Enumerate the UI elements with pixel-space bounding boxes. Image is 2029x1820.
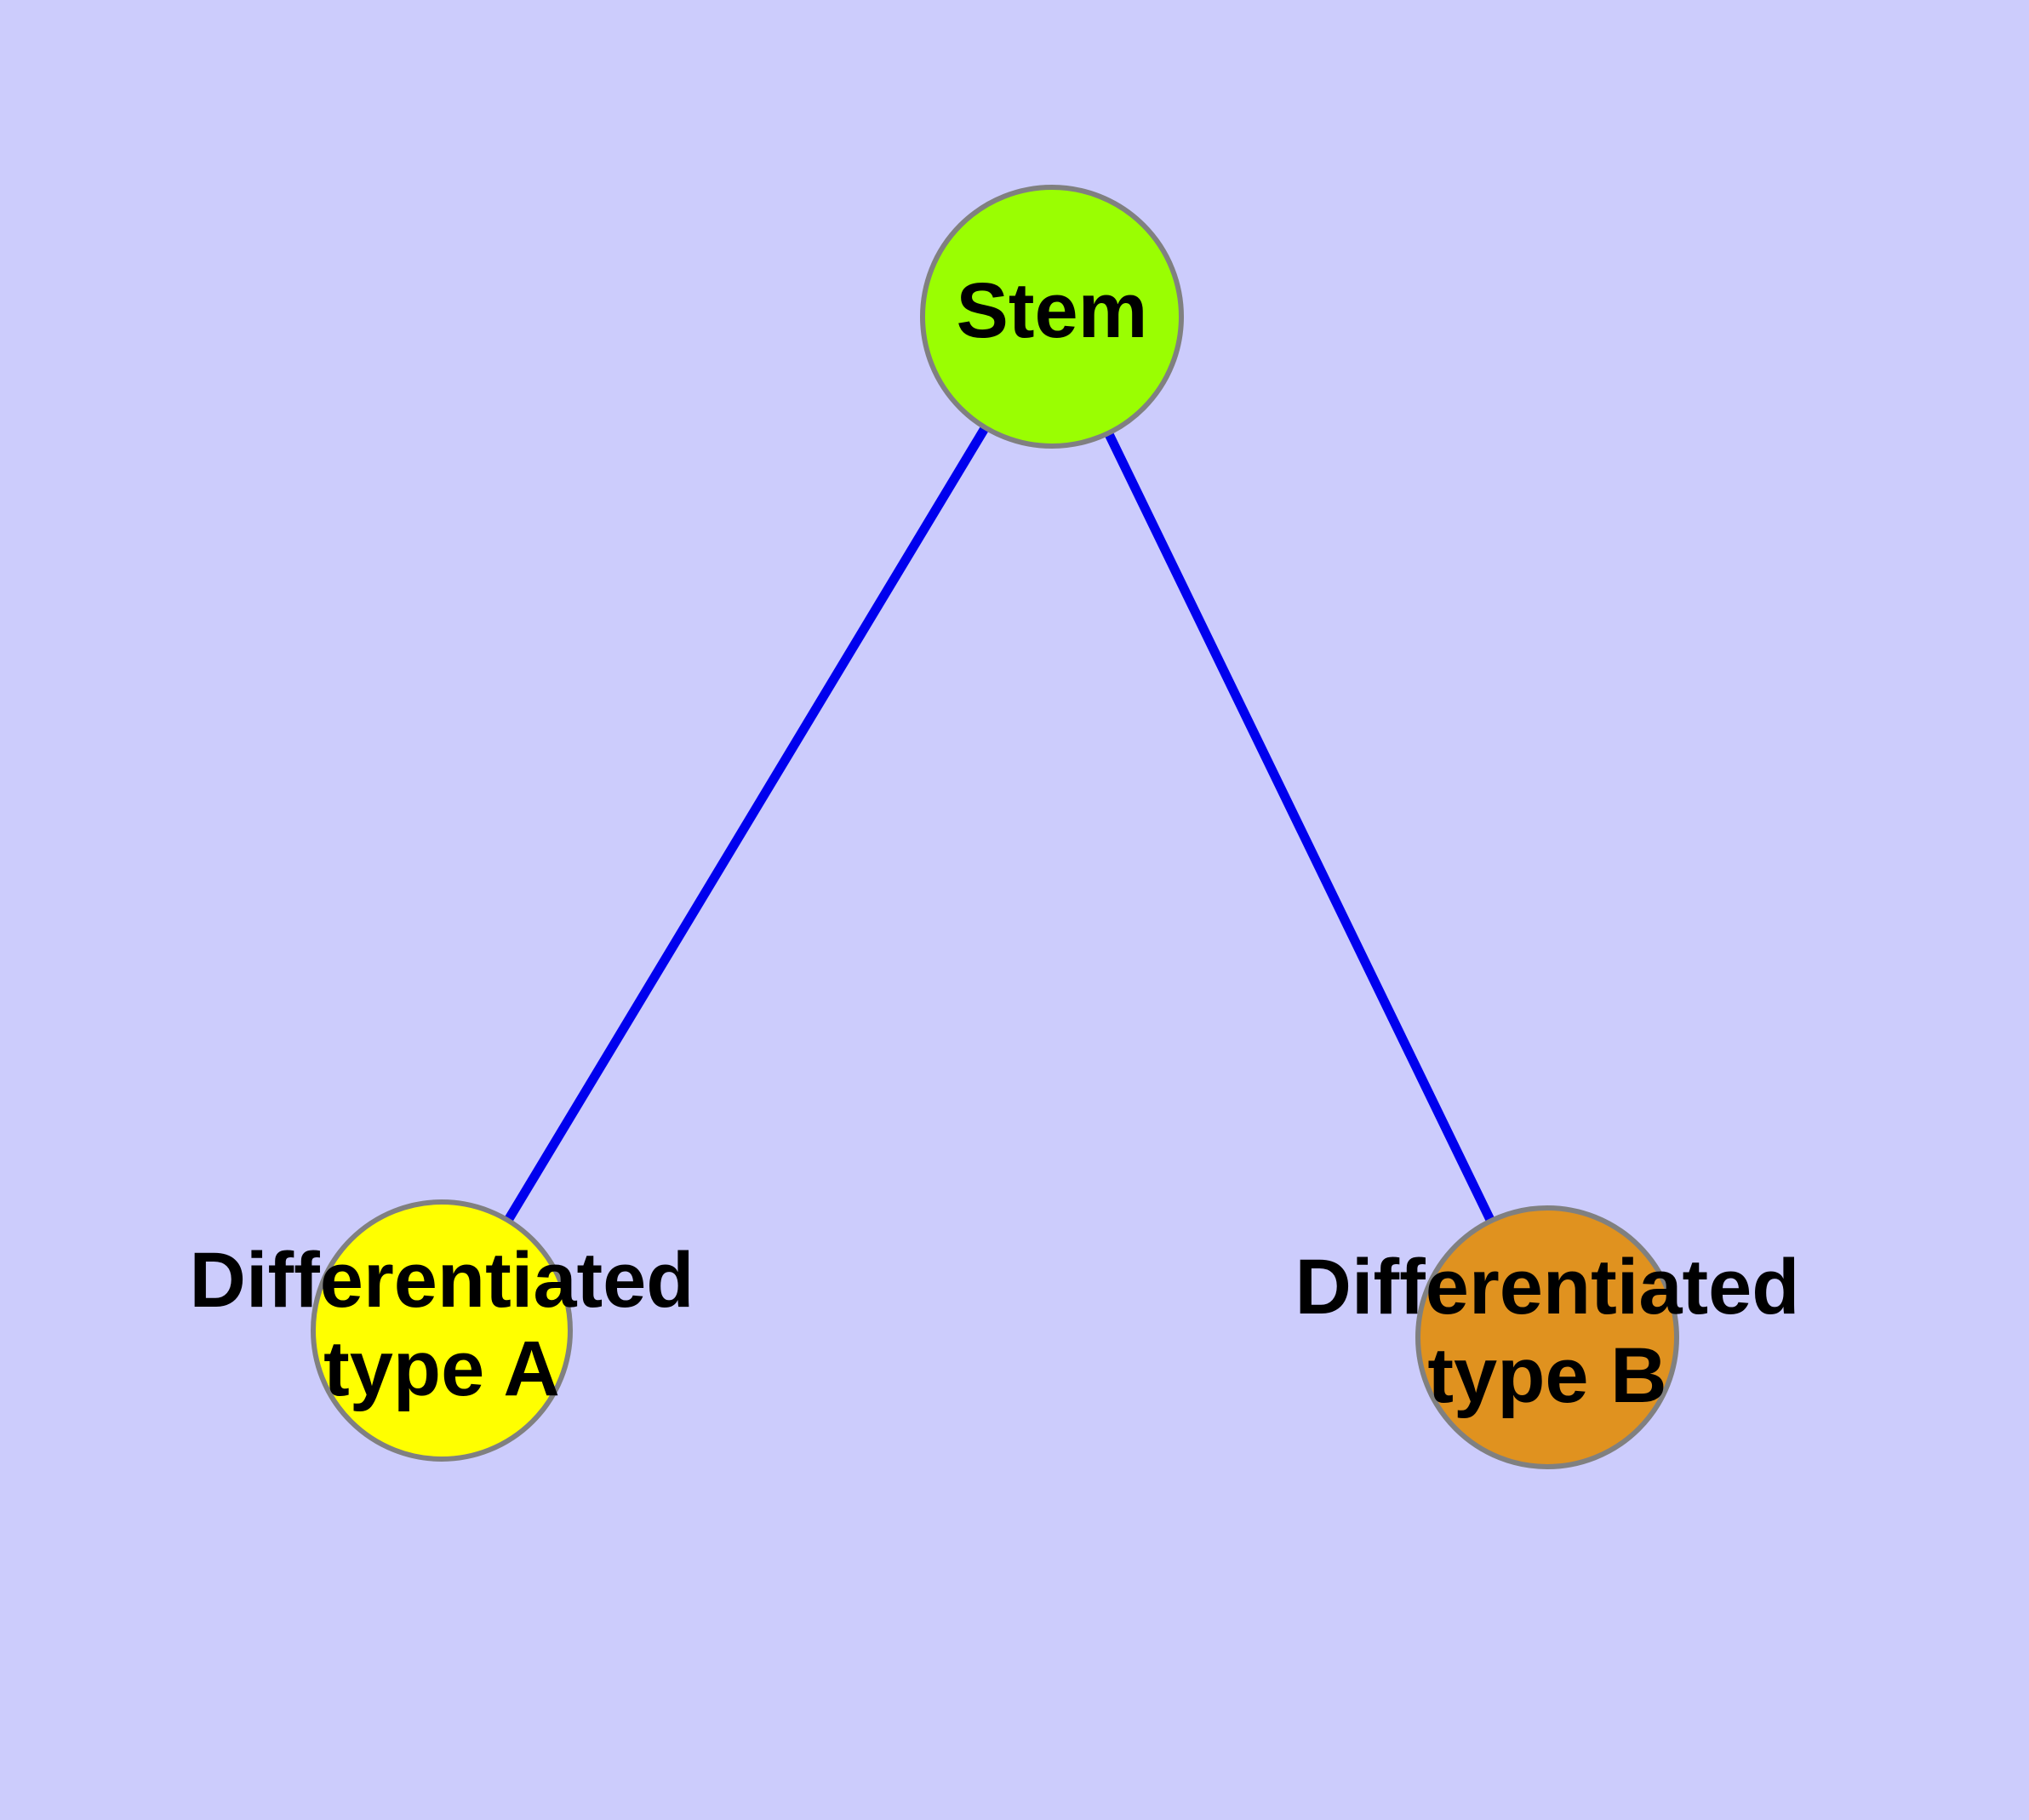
label-line: Stem (957, 267, 1148, 354)
graph-node-label-stem: Stem (957, 267, 1148, 354)
graph-node-diff_b[interactable] (1415, 1205, 1679, 1469)
label-line: type B (1427, 1332, 1666, 1419)
label-line: Differentiated (1295, 1244, 1800, 1331)
label-line: type A (323, 1325, 560, 1412)
edges-layer (504, 425, 1495, 1223)
label-line: Differentiated (190, 1237, 694, 1324)
graph-edge-stem-diff_a (504, 425, 990, 1223)
graph-edge-stem-diff_b (1104, 431, 1495, 1223)
nodes-layer (311, 185, 1679, 1469)
graph-node-diff_a[interactable] (311, 1199, 573, 1462)
graph-node-stem[interactable] (920, 185, 1184, 449)
